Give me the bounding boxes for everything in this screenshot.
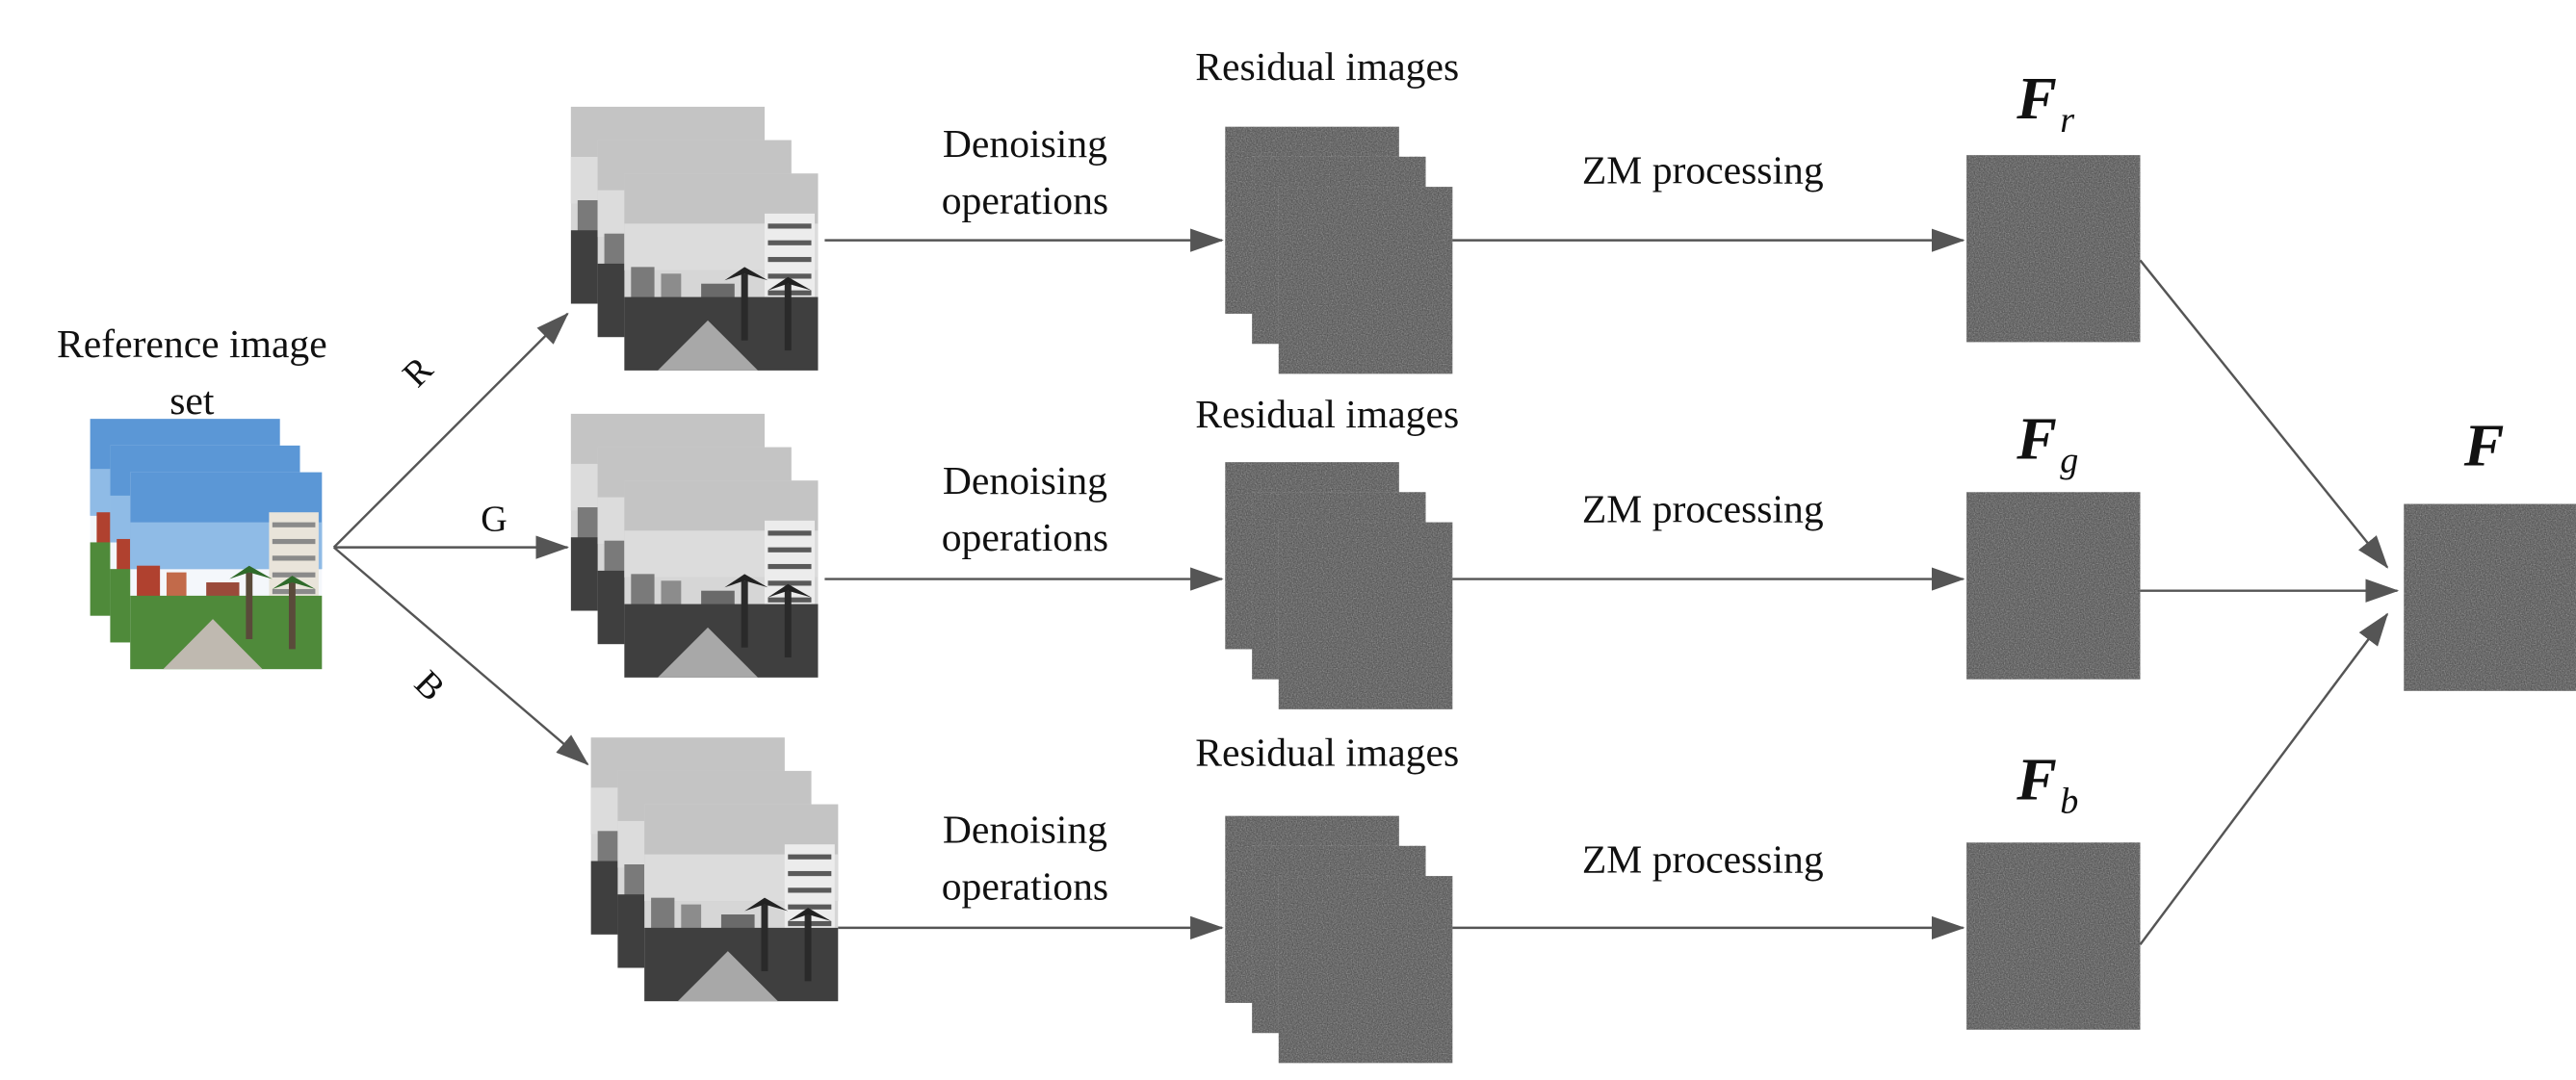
denoising-label-b: Denoising operations — [892, 803, 1158, 916]
arrow-to-b — [332, 546, 589, 766]
zm-label-g: ZM processing — [1581, 488, 1824, 533]
residual-stack-g — [1225, 462, 1452, 709]
denoising-label-r-line2: operations — [941, 180, 1109, 224]
residual-label-b: Residual images — [1195, 733, 1460, 777]
channel-g-label: G — [481, 497, 507, 539]
zm-label-b: ZM processing — [1581, 839, 1824, 884]
fb-label-main: F — [2017, 745, 2057, 813]
fg-label-sub: g — [2060, 438, 2079, 481]
f-final-label-main: F — [2463, 412, 2505, 479]
fr-label-main: F — [2017, 64, 2057, 132]
fingerprint-fb — [1966, 842, 2140, 1029]
denoising-label-b-line2: operations — [941, 865, 1109, 910]
arrow-to-r — [332, 312, 569, 549]
f-final-label: F — [2464, 410, 2505, 480]
denoising-label-r: Denoising operations — [892, 116, 1158, 230]
denoising-label-b-line1: Denoising — [942, 809, 1107, 853]
r-channel-stack — [570, 106, 819, 371]
fingerprint-fg — [1966, 492, 2140, 679]
denoising-label-g-line2: operations — [941, 517, 1109, 561]
residual-stack-r — [1225, 127, 1452, 374]
fingerprint-fr — [1966, 155, 2140, 342]
reference-image-stack — [90, 419, 323, 670]
denoising-label-g: Denoising operations — [892, 454, 1158, 568]
residual-stack-b — [1225, 816, 1452, 1064]
reference-set-label-line2: set — [169, 380, 215, 424]
fingerprint-final — [2404, 504, 2576, 691]
reference-set-label: Reference image set — [16, 317, 367, 430]
fg-label-main: F — [2017, 405, 2057, 473]
g-channel-stack — [570, 413, 819, 678]
residual-label-g: Residual images — [1195, 394, 1460, 438]
fb-label-sub: b — [2060, 779, 2079, 821]
arrow-merge-b — [2139, 612, 2389, 945]
b-channel-stack — [590, 737, 839, 1002]
reference-set-label-line1: Reference image — [57, 323, 327, 368]
residual-label-r: Residual images — [1195, 46, 1460, 90]
zm-label-r: ZM processing — [1581, 150, 1824, 194]
fr-label-sub: r — [2060, 98, 2075, 141]
denoising-label-r-line1: Denoising — [942, 123, 1107, 167]
arrow-merge-r — [2139, 259, 2389, 569]
arrows — [332, 228, 2400, 945]
denoising-label-g-line1: Denoising — [942, 460, 1107, 504]
